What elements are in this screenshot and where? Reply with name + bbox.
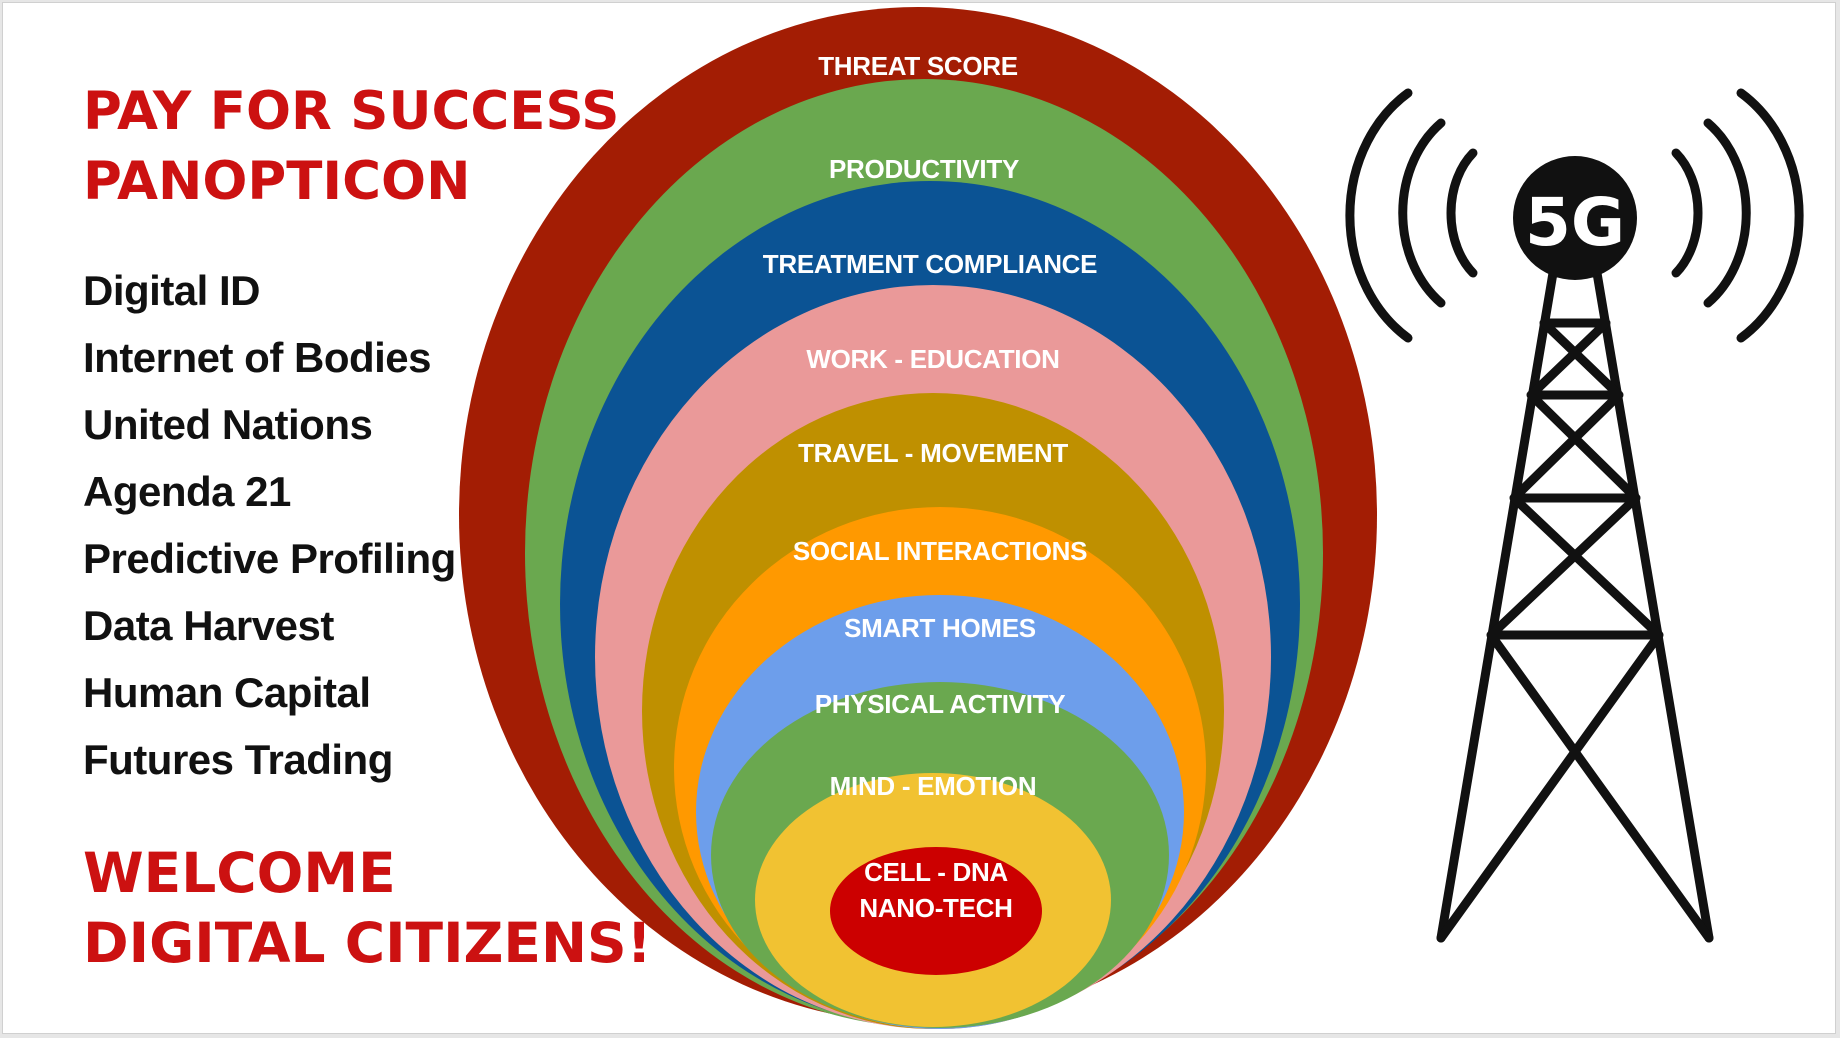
rings-group: THREAT SCORE PRODUCTIVITY TREATMENT COMPLI… [459,7,1377,1029]
ring-label: CELL - DNA [864,857,1008,887]
ring-label: TRAVEL - MOVEMENT [798,438,1068,468]
topic-item: Internet of Bodies [83,334,432,381]
signal-wave-left-icon [1398,118,1446,308]
ring-layer [830,847,1042,975]
signal-wave-right-icon [1703,118,1751,308]
topic-list: Digital ID Internet of Bodies United Nat… [83,265,456,801]
tower-frame [1436,268,1714,943]
title-line-1: PAY FOR SUCCESS [83,81,620,142]
signal-wave-right-icon [1736,88,1804,343]
signal-wave-left-icon [1345,88,1413,343]
ring-label-secondary: NANO-TECH [859,893,1012,923]
title-heading: PAY FOR SUCCESS PANOPTICON [83,85,619,225]
tower-crossbars [1436,318,1714,943]
ring-label: SMART HOMES [844,613,1036,643]
signal-wave-right-icon [1671,148,1703,278]
ring-label: PRODUCTIVITY [829,154,1019,184]
closing-heading: WELCOME DIGITAL CITIZENS! [83,846,652,986]
closing-line-2: DIGITAL CITIZENS! [83,911,652,975]
surveillance-rings-diagram: THREAT SCORE PRODUCTIVITY TREATMENT COMPLI… [459,7,1804,1029]
topic-item: Predictive Profiling [83,535,456,582]
ring-label: WORK - EDUCATION [806,344,1059,374]
ring-label: THREAT SCORE [818,51,1018,81]
ring-label: SOCIAL INTERACTIONS [793,536,1087,566]
ring-label: MIND - EMOTION [830,771,1037,801]
closing-line-1: WELCOME [83,841,396,905]
signal-wave-left-icon [1446,148,1478,278]
ring-label: TREATMENT COMPLIANCE [763,249,1097,279]
topic-item: Data Harvest [83,602,334,649]
topic-item: Agenda 21 [83,468,291,515]
title-line-2: PANOPTICON [83,151,471,212]
tower-5g-label: 5G [1525,184,1625,261]
topic-item: Human Capital [83,669,371,716]
tower-hub [1513,156,1637,280]
topic-item: Digital ID [83,267,261,314]
topic-item: Futures Trading [83,736,393,783]
ring-label: PHYSICAL ACTIVITY [815,689,1066,719]
topic-item: United Nations [83,401,373,448]
